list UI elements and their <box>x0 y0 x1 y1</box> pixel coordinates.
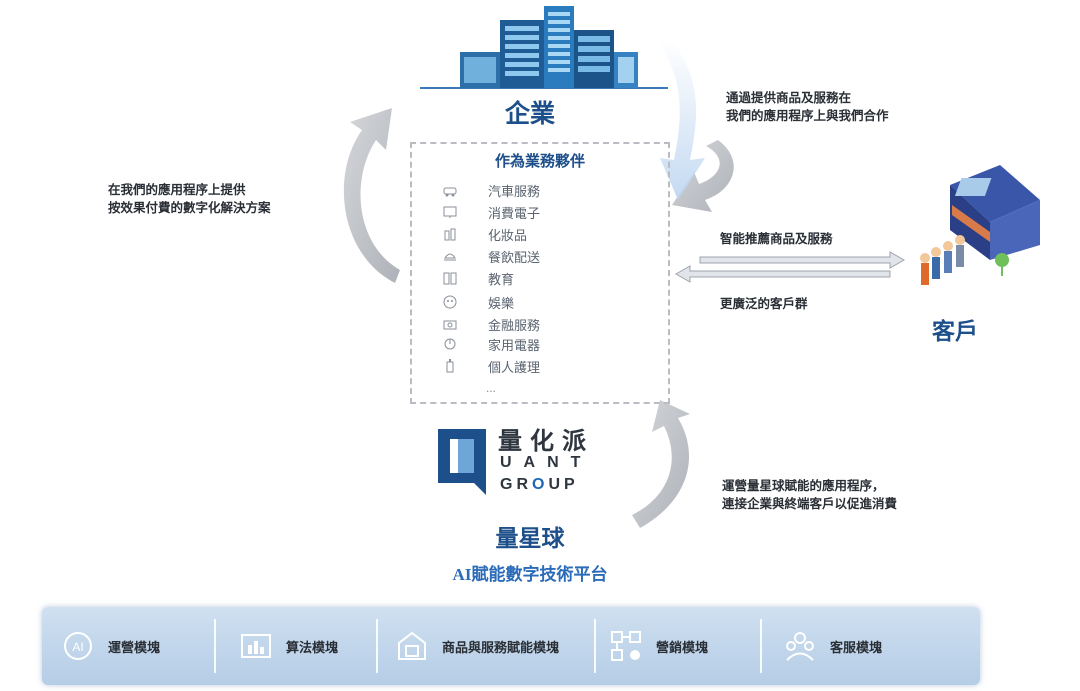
module-algorithm: 算法模塊 <box>238 607 338 685</box>
industry-label: 汽車服務 <box>488 183 541 199</box>
industry-label: 餐飲配送 <box>488 249 541 265</box>
arrow-to-enterprise <box>674 265 891 283</box>
arrow-to-customer <box>699 251 906 269</box>
enterprise-title: 企業 <box>504 101 555 128</box>
cosmetics-icon <box>442 226 458 242</box>
finance-icon <box>442 316 458 332</box>
team-icon <box>782 628 818 664</box>
annotation-line: 通過提供商品及服務在 <box>726 91 852 105</box>
industry-label: 消費電子 <box>488 205 541 221</box>
industry-item-food-delivery: 餐飲配送 <box>442 246 540 266</box>
module-label: 客服模塊 <box>830 639 883 655</box>
quant-group-logo-icon <box>438 429 486 495</box>
module-product-service: 商品與服務賦能模塊 <box>394 607 559 685</box>
right-bottom-cycle-arrow <box>632 400 690 528</box>
industry-label: 教育 <box>488 271 515 287</box>
annotation-recommend: 智能推薦商品及服務 <box>720 232 833 246</box>
logo-text-accent: O <box>532 476 549 493</box>
logo-english-line-1: UANT <box>500 454 593 471</box>
module-marketing: 營銷模塊 <box>608 607 708 685</box>
right-top-arrow <box>672 140 734 212</box>
module-operations: AI 運營模塊 <box>60 607 160 685</box>
industry-label: 個人護理 <box>488 359 541 375</box>
industry-item-finance: 金融服務 <box>442 314 540 334</box>
store-icon <box>394 628 430 664</box>
logo-text-part: UP <box>548 476 579 493</box>
ai-head-icon: AI <box>60 628 96 664</box>
svg-text:AI: AI <box>72 640 83 654</box>
industry-item-auto: 汽車服務 <box>442 180 540 200</box>
flow-icon <box>608 628 644 664</box>
module-divider <box>376 619 378 673</box>
entertainment-icon <box>442 294 458 310</box>
module-label: 營銷模塊 <box>656 639 709 655</box>
monitor-icon <box>442 204 458 220</box>
industry-label: 化妝品 <box>488 227 528 243</box>
personal-care-icon <box>442 358 458 374</box>
logo-text-part: GR <box>500 476 532 493</box>
modules-bar: AI 運營模塊 算法模塊 商品與服務賦能模塊 營銷模塊 客服模塊 <box>42 607 980 685</box>
industry-item-cosmetics: 化妝品 <box>442 224 527 244</box>
module-label: 算法模塊 <box>286 639 339 655</box>
annotation-line: 運營量星球賦能的應用程序， <box>722 479 885 493</box>
annotation-line: 在我們的應用程序上提供 <box>108 183 246 197</box>
bar-chart-icon <box>238 628 274 664</box>
industry-item-personal-care: 個人護理 <box>442 356 540 376</box>
industry-label: 金融服務 <box>488 317 541 333</box>
logo-chinese-name: 量化派 <box>498 428 594 455</box>
industry-item-education: 教育 <box>442 268 514 288</box>
industry-item-appliances: 家用電器 <box>442 334 540 354</box>
annotation-line: 按效果付費的數字化解決方案 <box>108 201 271 215</box>
logo-english-line-2: GROUP <box>500 476 579 494</box>
enterprise-flow-arrow <box>660 40 705 200</box>
annotation-line: 我們的應用程序上與我們合作 <box>726 109 889 123</box>
industry-item-electronics: 消費電子 <box>442 202 540 222</box>
customer-title: 客戶 <box>932 319 978 344</box>
business-partner-box: 作為業務夥伴 汽車服務 消費電子 化妝品 餐飲配送 教育 娛樂 金融服務 家用電… <box>410 142 670 404</box>
platform-subtitle: AI賦能數字技術平台 <box>452 565 608 584</box>
module-label: 運營模塊 <box>108 639 161 655</box>
industry-ellipsis: ... <box>486 380 496 395</box>
industry-item-entertainment: 娛樂 <box>442 292 514 312</box>
car-icon <box>442 182 458 198</box>
industry-label: 娛樂 <box>488 295 515 311</box>
book-icon <box>442 270 458 286</box>
annotation-right-top: 通過提供商品及服務在 我們的應用程序上與我們合作 <box>726 89 889 125</box>
module-divider <box>594 619 596 673</box>
partner-box-title: 作為業務夥伴 <box>494 154 585 170</box>
module-divider <box>760 619 762 673</box>
industry-label: 家用電器 <box>488 337 541 353</box>
module-label: 商品與服務賦能模塊 <box>442 639 560 655</box>
annotation-wider-customers: 更廣泛的客戶群 <box>720 297 808 311</box>
delivery-icon <box>442 248 458 264</box>
office-buildings-icon <box>460 6 638 88</box>
annotation-line: 連接企業與終端客戶以促進消費 <box>722 497 898 511</box>
platform-name: 量星球 <box>495 526 565 551</box>
appliance-icon <box>442 336 458 352</box>
annotation-right-bottom: 運營量星球賦能的應用程序， 連接企業與終端客戶以促進消費 <box>722 477 897 513</box>
annotation-left-top: 在我們的應用程序上提供 按效果付費的數字化解決方案 <box>108 181 271 217</box>
left-cycle-arrow <box>343 108 400 283</box>
shop-with-customers-icon <box>920 165 1040 285</box>
module-divider <box>214 619 216 673</box>
module-customer-service: 客服模塊 <box>782 607 882 685</box>
